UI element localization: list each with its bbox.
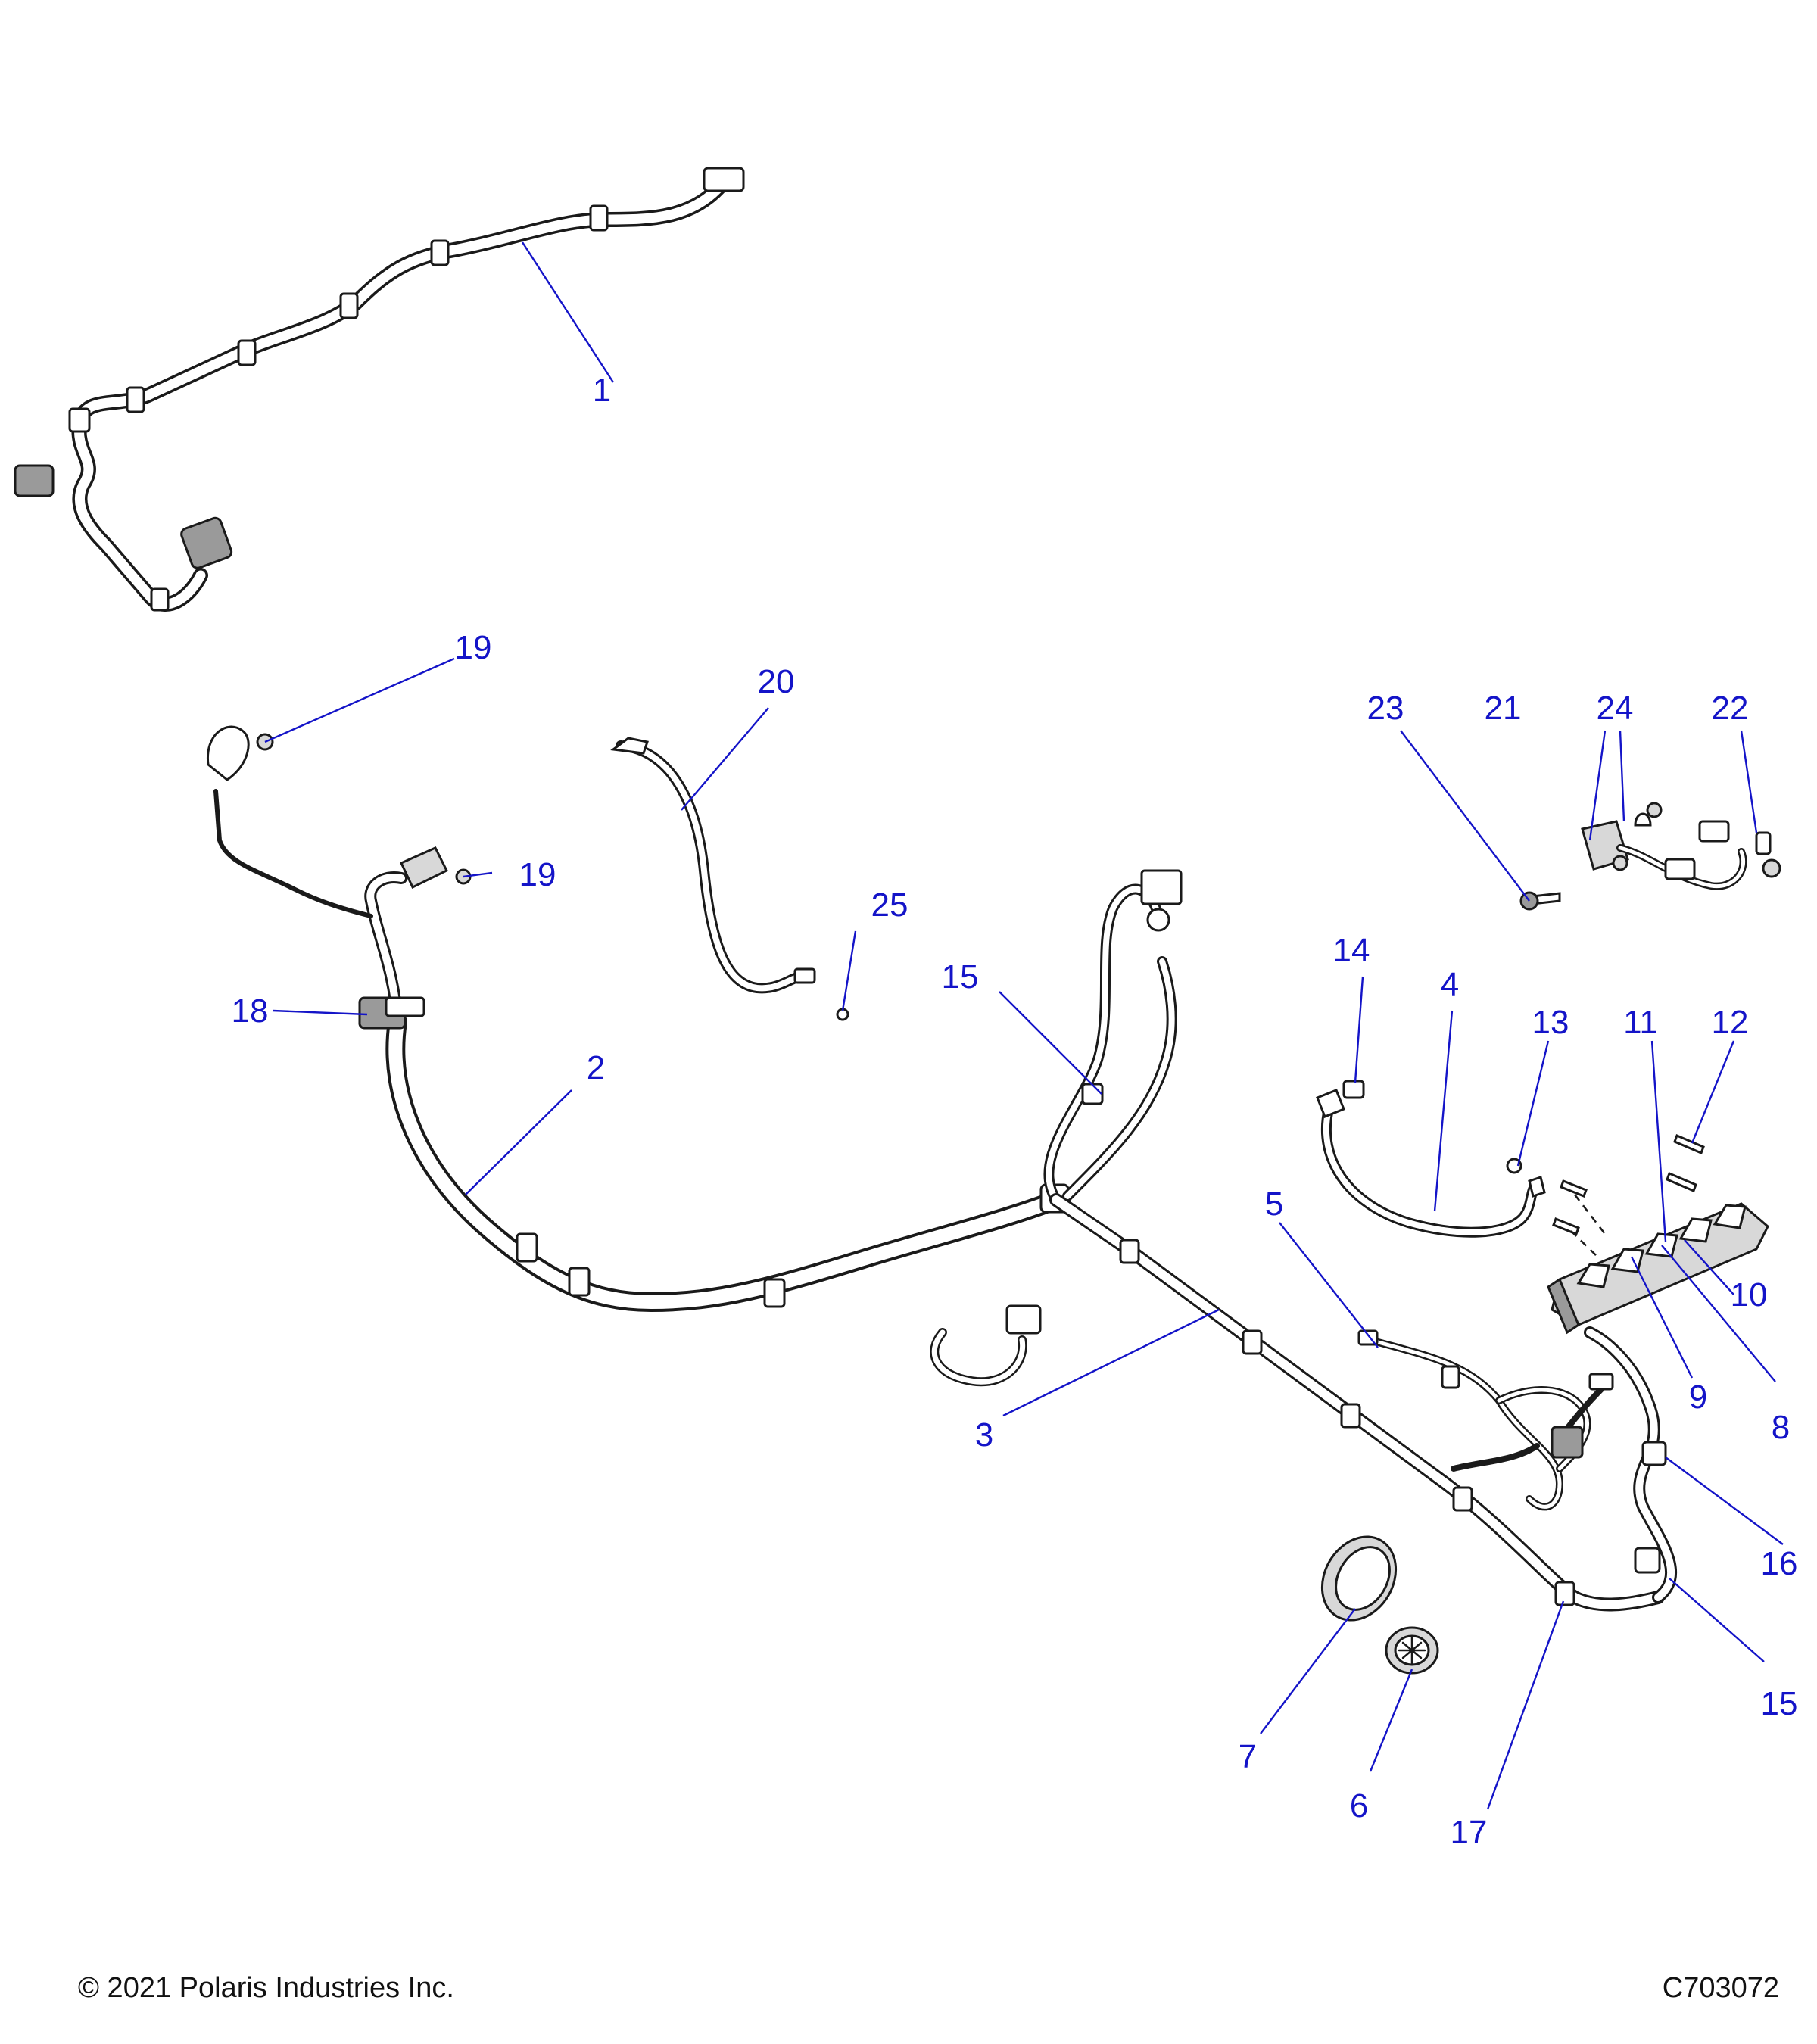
- grommets: [1320, 1535, 1439, 1675]
- callout-label-16: 16: [1761, 1545, 1798, 1582]
- fasteners: [256, 733, 1781, 1174]
- callout-label-10: 10: [1731, 1276, 1768, 1313]
- loose-pigtail-harness: [930, 1304, 1042, 1387]
- part-4-cable: [1316, 1089, 1546, 1238]
- callout-label-11: 11: [1623, 1004, 1658, 1041]
- callout-label-15a: 15: [942, 958, 979, 996]
- callout-label-18: 18: [232, 992, 269, 1030]
- callout-label-23: 23: [1367, 690, 1404, 727]
- part-21-relay-assembly: [1581, 812, 1772, 890]
- part-5-sub-harness: [1357, 1329, 1614, 1511]
- callout-label-1: 1: [593, 372, 611, 409]
- callout-label-19b: 19: [519, 856, 556, 893]
- callout-label-24: 24: [1597, 690, 1634, 727]
- callout-label-15b: 15: [1761, 1685, 1798, 1722]
- callout-label-8: 8: [1772, 1409, 1790, 1446]
- part-20-ground-cable: [610, 737, 816, 994]
- callout-label-17: 17: [1451, 1814, 1488, 1851]
- fuse-relay-block: [1547, 1134, 1769, 1335]
- part-1-upper-harness: [14, 167, 745, 612]
- callout-label-22: 22: [1712, 690, 1749, 727]
- leader-lines: [264, 241, 1784, 1810]
- drawing-id: C703072: [1662, 1972, 1779, 2004]
- callout-label-4: 4: [1441, 966, 1459, 1003]
- callout-label-7: 7: [1239, 1738, 1257, 1775]
- callout-label-3: 3: [975, 1416, 993, 1454]
- callout-label-21: 21: [1485, 690, 1522, 727]
- callout-label-20: 20: [758, 663, 795, 700]
- callout-label-12: 12: [1712, 1004, 1749, 1041]
- callout-label-14: 14: [1333, 932, 1370, 969]
- callout-label-9: 9: [1689, 1379, 1707, 1416]
- callout-label-6: 6: [1350, 1787, 1368, 1824]
- callout-label-19a: 19: [455, 629, 492, 666]
- callout-labels: 1 19 20 23 21 24 22 19 25 15 14 4 13 11 …: [232, 372, 1798, 1851]
- part-3-branch-harness: [1049, 1193, 1678, 1612]
- callout-label-25: 25: [871, 886, 908, 924]
- copyright-notice: © 2021 Polaris Industries Inc.: [78, 1972, 454, 2004]
- callout-label-2: 2: [587, 1049, 605, 1086]
- callout-label-5: 5: [1265, 1186, 1283, 1223]
- callout-label-13: 13: [1532, 1004, 1569, 1041]
